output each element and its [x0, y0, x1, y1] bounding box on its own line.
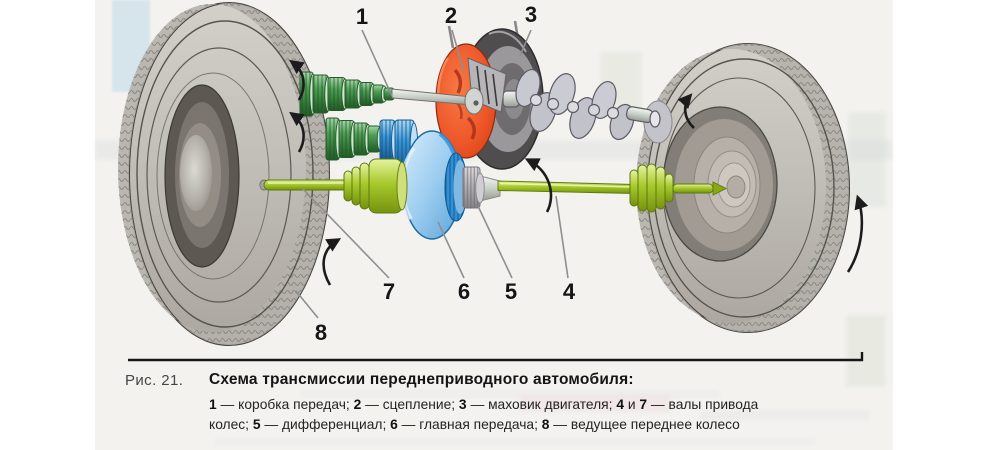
leader-line-7	[302, 188, 390, 279]
callout-number-3: 3	[525, 2, 537, 27]
rotation-arrow-left-wheel	[322, 238, 342, 286]
leader-line-4	[555, 195, 569, 279]
leader-line-8	[295, 290, 319, 319]
callout-leader-lines	[295, 29, 569, 319]
drive-shaft-left	[259, 158, 408, 214]
callout-number-6: 6	[458, 279, 470, 304]
leader-line-2	[451, 29, 465, 73]
leader-line-6	[437, 221, 465, 279]
callout-number-1: 1	[356, 4, 368, 29]
callout-number-2: 2	[445, 3, 457, 28]
rotation-arrow-crankshaft	[677, 93, 695, 129]
callout-numbers: 1 2 3 4 5 6 7 8	[315, 2, 576, 345]
rotation-arrow-right-wheel	[846, 194, 869, 273]
differential	[462, 166, 501, 209]
rotation-arrows	[289, 59, 869, 286]
leader-line-5	[477, 205, 513, 279]
drive-shaft-right	[497, 163, 728, 213]
gearbox-input-shaft	[299, 71, 395, 117]
callout-number-8: 8	[315, 320, 327, 345]
rotation-arrow-drive-shaft	[524, 158, 553, 213]
leader-line-3	[519, 29, 532, 57]
legend-line-2: колес; 5 — дифференциал; 6 — главная пер…	[209, 416, 740, 432]
front-left-wheel	[117, 2, 330, 346]
legend-line-1: 1 — коробка передач; 2 — сцепление; 3 — …	[209, 397, 759, 412]
rotation-arrow-input-shaft	[289, 59, 305, 101]
leader-line-1	[361, 29, 393, 97]
caption-rule	[128, 352, 864, 362]
figure-caption-text: Схема трансмиссии переднеприводного авто…	[209, 371, 873, 434]
cv-joint-right	[629, 163, 674, 213]
cv-joint-left	[343, 158, 408, 214]
figure-label: Рис. 21.	[125, 372, 184, 389]
figure-caption: Рис. 21. Схема трансмиссии переднепривод…	[125, 371, 873, 434]
figure-title: Схема трансмиссии переднеприводного авто…	[209, 371, 634, 388]
clutch-input-shaft	[391, 87, 484, 115]
rotation-arrow-output-shaft	[289, 111, 305, 153]
callout-number-4: 4	[563, 279, 576, 304]
callout-number-7: 7	[383, 279, 395, 304]
crankshaft	[502, 69, 661, 141]
callout-number-5: 5	[505, 279, 517, 304]
